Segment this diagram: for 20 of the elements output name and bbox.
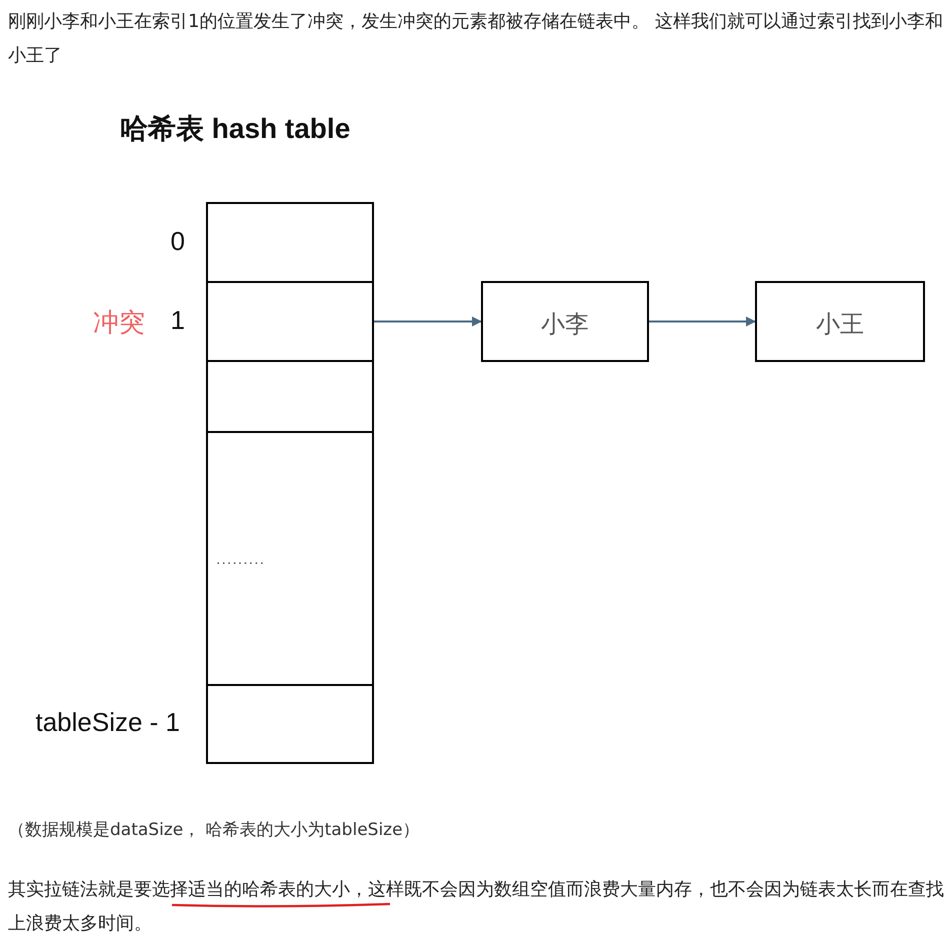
table-slot (206, 684, 374, 764)
node-label: 小李 (540, 308, 590, 340)
node-label: 小王 (815, 308, 865, 340)
table-slot (206, 281, 374, 362)
list-node-box (481, 281, 649, 362)
arrow (374, 316, 482, 326)
index-label: 0 (170, 226, 185, 256)
list-node-box (755, 281, 925, 362)
intro-paragraph: 刚刚小李和小王在索引1的位置发生了冲突，发生冲突的元素都被存储在链表中。 这样我们就可以通过索引找到小李和小王了 (8, 10, 944, 68)
index-label: 1 (170, 304, 185, 336)
ellipsis-text: ......... (216, 551, 266, 569)
table-slot (206, 360, 374, 433)
diagram-title: 哈希表 hash table (120, 112, 350, 146)
conclusion-paragraph: 其实拉链法就是要选择适当的哈希表的大小，这样既不会因为数组空值而浪费大量内存，也不会因为链表太长而在查找上浪费太多时间。 (8, 878, 944, 936)
arrow (649, 316, 756, 326)
caption-text: （数据规模是dataSize， 哈希表的大小为tableSize） (8, 819, 420, 841)
index-label: 冲突 (92, 306, 145, 338)
index-label: tableSize - 1 (34, 707, 180, 738)
table-slot (206, 202, 374, 283)
table-slot (206, 431, 374, 686)
